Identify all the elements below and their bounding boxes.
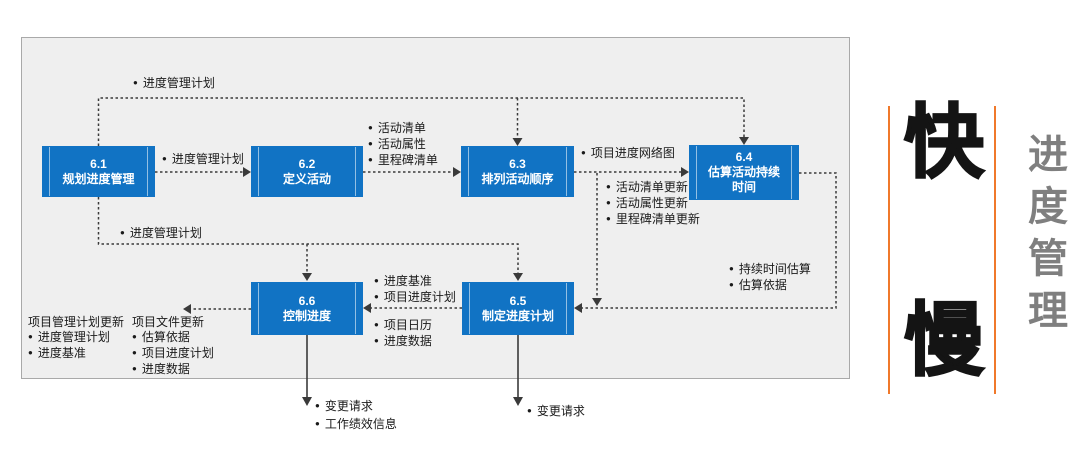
process-name: 制定进度计划	[481, 308, 554, 323]
process-code: 6.5	[509, 293, 527, 308]
process-code: 6.3	[509, 156, 526, 171]
process-name: 定义活动	[282, 171, 331, 186]
label-schedule-outputs: 变更请求	[527, 404, 585, 420]
label-plan-to-define: 进度管理计划	[162, 152, 244, 168]
process-name: 规划进度管理	[62, 171, 135, 186]
process-name: 排列活动顺序	[481, 171, 554, 186]
label-duration-outputs: 持续时间估算 估算依据	[729, 262, 811, 294]
process-box-6-1: 6.1 规划进度管理	[42, 146, 155, 197]
process-code: 6.2	[298, 156, 316, 171]
label-top-plan: 进度管理计划	[133, 76, 215, 92]
vertical-title: 进度管理	[1022, 133, 1066, 341]
label-define-outputs: 活动清单 活动属性 里程碑清单	[368, 121, 438, 169]
label-schedule-to-control-top: 进度基准 项目进度计划	[374, 274, 456, 306]
process-code: 6.4	[735, 150, 753, 164]
process-box-6-4: 6.4 估算活动持续时间	[689, 145, 799, 200]
process-code: 6.1	[90, 156, 107, 171]
process-box-6-6: 6.6 控制进度	[251, 282, 363, 335]
process-name: 估算活动持续时间	[707, 165, 780, 194]
process-code: 6.6	[298, 293, 316, 308]
label-schedule-to-control-bottom: 项目日历 进度数据	[374, 318, 432, 350]
accent-line-left	[888, 106, 890, 394]
slow-character: 慢	[903, 296, 985, 385]
label-control-outputs: 变更请求 工作绩效信息	[315, 398, 397, 434]
label-sequence-updates: 活动清单更新 活动属性更新 里程碑清单更新	[606, 180, 700, 228]
process-box-6-3: 6.3 排列活动顺序	[461, 146, 574, 197]
arrow-66-out-down	[302, 397, 312, 406]
label-project-doc-updates: 项目文件更新 估算依据 项目进度计划 进度数据	[132, 315, 214, 378]
label-plan-row2: 进度管理计划	[120, 226, 202, 242]
accent-line-right	[994, 106, 996, 394]
fast-character: 快	[903, 98, 985, 187]
arrow-65-out-down	[513, 397, 523, 406]
process-box-6-2: 6.2 定义活动	[251, 146, 363, 197]
process-name: 控制进度	[282, 308, 331, 323]
label-sequence-output: 项目进度网络图	[581, 146, 675, 162]
process-box-6-5: 6.5 制定进度计划	[462, 282, 574, 335]
label-pm-plan-updates: 项目管理计划更新 进度管理计划 进度基准	[28, 315, 124, 362]
